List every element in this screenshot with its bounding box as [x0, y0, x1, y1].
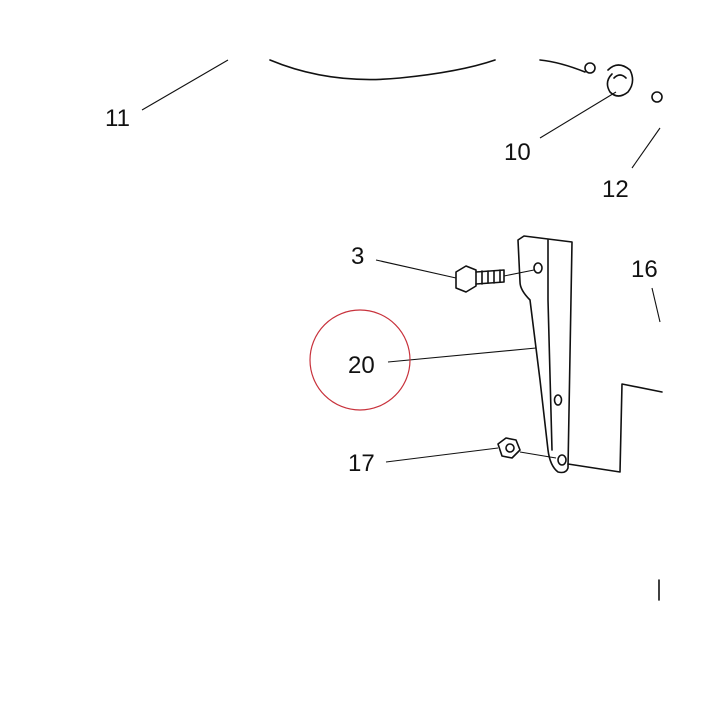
- callout-10: 10: [504, 139, 531, 166]
- part-10-clip: [584, 62, 663, 103]
- leader-3: [375, 259, 457, 279]
- leader-17-to-bracket: [519, 451, 557, 459]
- callout-3: 3: [351, 243, 364, 270]
- callout-20: 20: [348, 352, 375, 379]
- callout-16: 16: [631, 256, 658, 283]
- leader-3-to-bracket: [503, 269, 535, 277]
- leader-10: [539, 91, 617, 139]
- leader-17: [385, 447, 499, 463]
- leader-12: [631, 127, 661, 169]
- part-11-cover-edge-right: [539, 59, 586, 73]
- highlight-ring-20: [309, 309, 411, 411]
- leader-20: [387, 347, 537, 363]
- part-11-cover-edge: [269, 59, 496, 81]
- leader-11: [141, 59, 229, 111]
- callout-17: 17: [348, 450, 375, 477]
- leader-16: [651, 287, 661, 323]
- part-16-frame: [567, 383, 663, 601]
- callout-11: 11: [105, 105, 130, 132]
- callout-12: 12: [602, 176, 629, 203]
- part-3-bolt: [455, 265, 505, 293]
- part-17-nut: [497, 437, 521, 459]
- part-20-bracket: [517, 235, 573, 474]
